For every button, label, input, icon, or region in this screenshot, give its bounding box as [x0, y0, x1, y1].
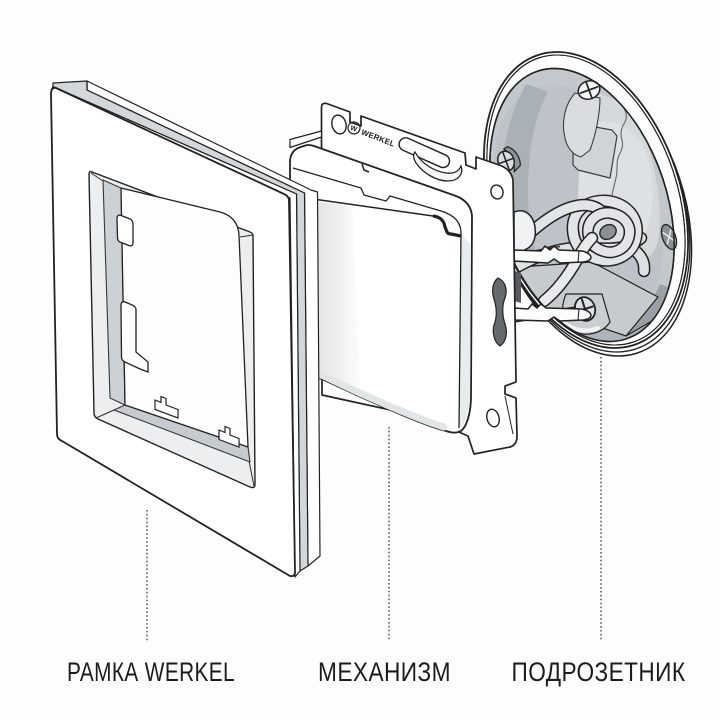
- svg-text:МЕХАНИЗМ: МЕХАНИЗМ: [318, 657, 451, 687]
- svg-text:ПОДРОЗЕТНИК: ПОДРОЗЕТНИК: [512, 657, 686, 687]
- svg-text:РАМКА WERKEL: РАМКА WERKEL: [67, 657, 235, 687]
- svg-text:W: W: [349, 125, 358, 134]
